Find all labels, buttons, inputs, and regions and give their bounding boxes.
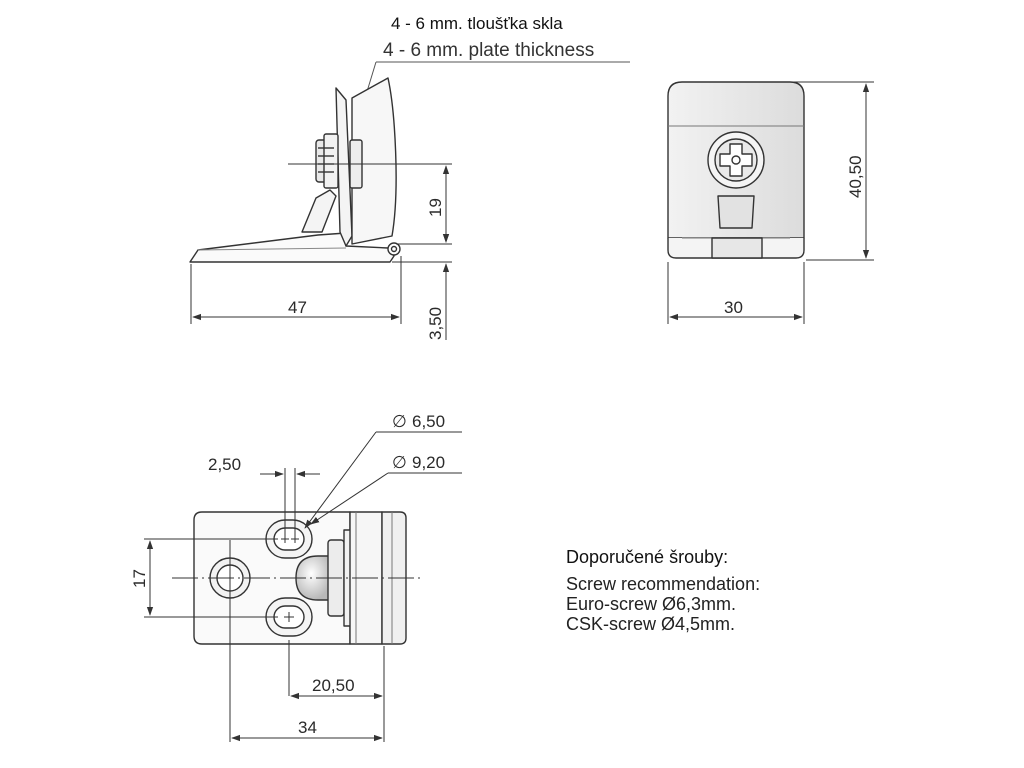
top-dim-920-label: 9,20 [412, 453, 445, 472]
top-dim-17-label: 17 [130, 569, 149, 588]
front-view [667, 81, 805, 259]
screw-note-line3: CSK-screw Ø4,5mm. [566, 614, 735, 634]
front-dim-30-label: 30 [724, 298, 743, 317]
side-dim-350-label: 3,50 [426, 307, 445, 340]
diameter-symbol-650: ∅ [392, 412, 407, 431]
side-view [189, 77, 401, 263]
side-dim-47-label: 47 [288, 298, 307, 317]
diameter-symbol-920: ∅ [392, 453, 407, 472]
top-dim-2050-label: 20,50 [312, 676, 355, 695]
top-dim-650-label: 6,50 [412, 412, 445, 431]
side-dim-19-label: 19 [426, 198, 445, 217]
top-dim-250-label: 2,50 [208, 455, 241, 474]
leader-650-diag [304, 431, 377, 529]
slot-center-marks [281, 535, 299, 622]
screw-note-line1: Screw recommendation: [566, 574, 760, 594]
screw-note-line2: Euro-screw Ø6,3mm. [566, 594, 736, 614]
screw-note-title: Doporučené šrouby: [566, 547, 728, 567]
top-dim-34-label: 34 [298, 718, 317, 737]
thickness-label-cz: 4 - 6 mm. tloušťka skla [391, 14, 563, 33]
front-dim-4050-label: 40,50 [846, 155, 865, 198]
leader-920-diag [310, 472, 389, 525]
thickness-label-en: 4 - 6 mm. plate thickness [383, 40, 594, 61]
